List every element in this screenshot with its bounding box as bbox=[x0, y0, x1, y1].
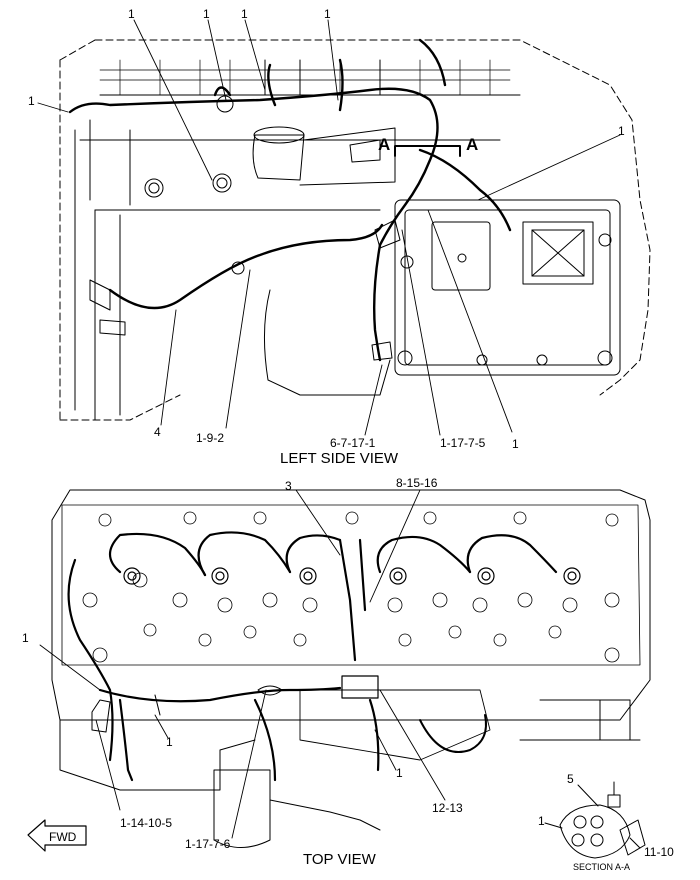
fwd-arrow-label: FWD bbox=[49, 830, 77, 844]
section-a-a-title: SECTION A-A bbox=[573, 862, 631, 872]
callout-8-15-16: 8-15-16 bbox=[396, 476, 438, 490]
section-marker-right: A bbox=[466, 135, 479, 154]
callout-11-10: 11-10 bbox=[644, 845, 674, 859]
callout-6-7-17-1: 6-7-17-1 bbox=[330, 436, 376, 450]
callout-1: 1 bbox=[128, 7, 135, 21]
callout-5: 5 bbox=[567, 772, 574, 786]
callout-1: 1 bbox=[203, 7, 210, 21]
callout-1-14-10-5: 1-14-10-5 bbox=[120, 816, 173, 830]
callout-4: 4 bbox=[154, 425, 161, 439]
top-view-leaders bbox=[39, 489, 446, 839]
left-side-view-title: LEFT SIDE VIEW bbox=[280, 450, 399, 467]
callout-1: 1 bbox=[618, 124, 625, 138]
callout-1-9-2: 1-9-2 bbox=[196, 431, 225, 445]
callout-1: 1 bbox=[538, 814, 545, 828]
callout-1: 1 bbox=[22, 631, 29, 645]
top-view-drawing bbox=[51, 489, 651, 848]
top-view-title: TOP VIEW bbox=[303, 851, 376, 868]
fwd-arrow-shape bbox=[27, 819, 87, 852]
left-view-leaders bbox=[37, 19, 621, 436]
section-marker-left: A bbox=[378, 135, 391, 154]
callout-1: 1 bbox=[324, 7, 331, 21]
callout-1: 1 bbox=[166, 735, 173, 749]
callout-1: 1 bbox=[28, 94, 35, 108]
callout-1-17-7-6: 1-17-7-6 bbox=[185, 837, 231, 851]
section-a-a-drawing bbox=[544, 781, 646, 859]
left-side-view-drawing bbox=[59, 38, 651, 421]
callout-1: 1 bbox=[241, 7, 248, 21]
callout-1: 1 bbox=[512, 437, 519, 451]
callout-1-17-7-5: 1-17-7-5 bbox=[440, 436, 486, 450]
callout-12-13: 12-13 bbox=[432, 801, 463, 815]
callout-1: 1 bbox=[396, 766, 403, 780]
callout-3: 3 bbox=[285, 479, 292, 493]
